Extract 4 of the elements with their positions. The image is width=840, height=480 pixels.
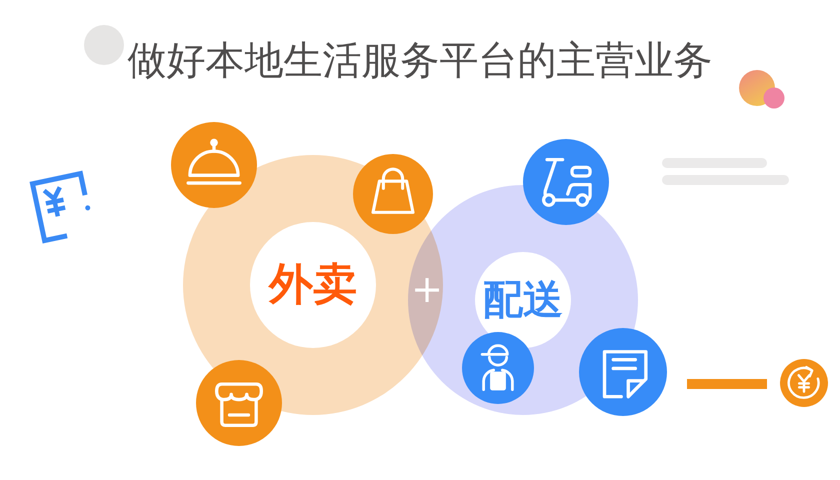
service-label: 配送 [483, 278, 563, 322]
plus-sign: + [411, 270, 443, 308]
title: 做好本地生活服务平台的主营业务 [128, 38, 712, 86]
service-label: 外卖 [269, 260, 357, 310]
